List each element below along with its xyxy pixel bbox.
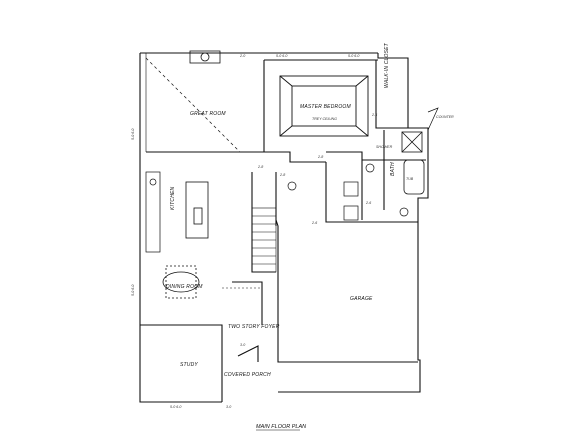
garage-west-wall bbox=[275, 219, 418, 363]
dining-table-icon bbox=[162, 265, 200, 299]
dim-door-4: 2-6 bbox=[311, 221, 317, 225]
kitchen-island-icon bbox=[185, 181, 209, 239]
tub-label: TUB bbox=[406, 177, 414, 181]
dim-left-1: 5-0 6-0 bbox=[131, 129, 135, 140]
dim-door-7: 3-0 bbox=[240, 343, 245, 347]
dim-top-3: 5-0 6-0 bbox=[348, 54, 359, 58]
dim-bottom-1: 5-0 6-0 bbox=[170, 405, 181, 409]
dim-bottom-2: 3-0 bbox=[226, 405, 231, 409]
garage-label: GARAGE bbox=[350, 296, 373, 302]
tray-ceiling-label: TREY CEILING bbox=[312, 117, 337, 121]
tub-icon bbox=[403, 159, 425, 195]
dim-door-3: 2-6 bbox=[371, 113, 377, 117]
tray-ceiling-outline bbox=[279, 75, 369, 137]
bath-wall bbox=[326, 151, 363, 220]
stair-wall bbox=[251, 172, 276, 273]
plan-title: MAIN FLOOR PLAN bbox=[256, 424, 306, 430]
shower-label: SHOWER bbox=[376, 145, 393, 149]
dim-top-1: 2-0 bbox=[239, 54, 245, 58]
bath-fixtures-icon bbox=[287, 163, 409, 221]
counter-arrow bbox=[427, 107, 439, 131]
closet-x-icon bbox=[401, 131, 423, 153]
closet-wall bbox=[375, 60, 408, 129]
walk-in-closet-label: WALK-IN CLOSET bbox=[384, 42, 390, 88]
ceiling-line bbox=[145, 57, 241, 153]
two-story-foyer-label: TWO STORY FOYER bbox=[228, 324, 280, 330]
dim-door-2: 2-8 bbox=[317, 155, 323, 159]
covered-porch-label: COVERED PORCH bbox=[224, 372, 271, 378]
dim-top-2: 5-0 6-0 bbox=[276, 54, 287, 58]
foyer-wall bbox=[232, 281, 263, 325]
study-label: STUDY bbox=[180, 362, 198, 368]
kitchen-label: KITCHEN bbox=[170, 186, 176, 210]
bath-label: BATH bbox=[390, 162, 396, 176]
stairs-icon bbox=[251, 207, 277, 273]
dining-room-label: DINING ROOM bbox=[166, 284, 203, 290]
entry-door bbox=[237, 345, 259, 362]
outer-wall-west bbox=[139, 53, 222, 403]
master-bedroom-label: MASTER BEDROOM bbox=[300, 104, 351, 110]
dim-door-1: 2-8 bbox=[257, 165, 263, 169]
great-room-label: GREAT ROOM bbox=[190, 111, 226, 117]
great-master-wall bbox=[263, 60, 326, 163]
dim-door-5: 2-8 bbox=[279, 173, 285, 177]
walls bbox=[139, 52, 429, 403]
outer-wall-east bbox=[278, 53, 429, 393]
garage-north-wall bbox=[325, 162, 418, 223]
dim-door-6: 2-6 bbox=[365, 201, 371, 205]
counter-label: COUNTER bbox=[436, 115, 454, 119]
study-north-wall bbox=[140, 324, 223, 356]
fireplace-icon bbox=[189, 50, 221, 64]
dim-left-2: 5-0 6-0 bbox=[131, 285, 135, 296]
kitchen-counter-icon bbox=[145, 171, 161, 253]
